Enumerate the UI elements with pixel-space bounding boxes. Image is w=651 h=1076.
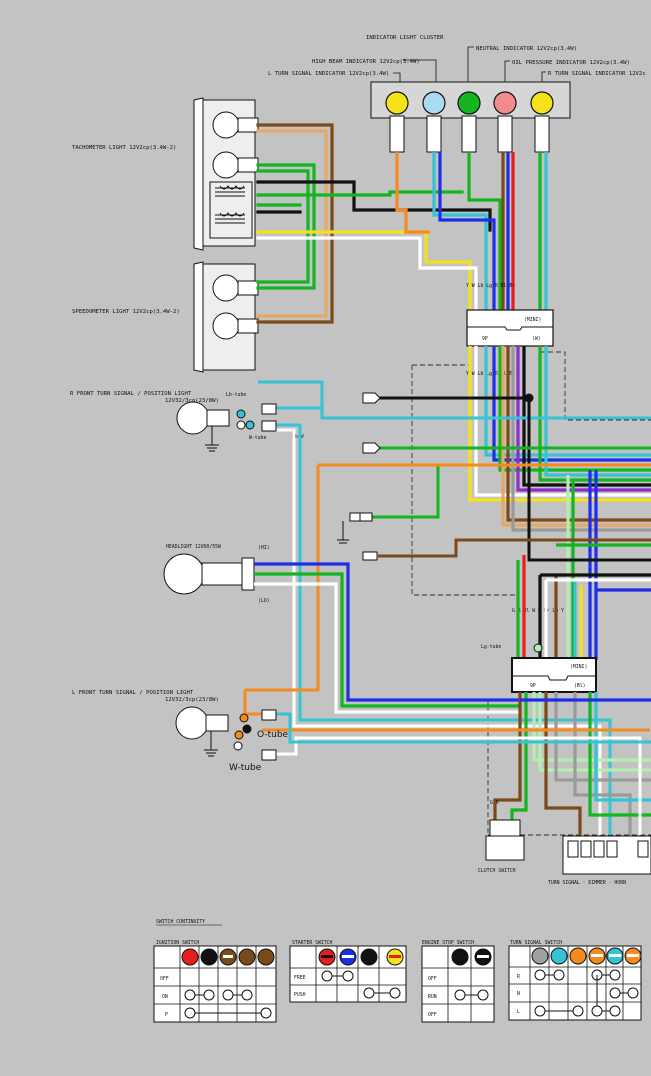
upper-mini-connector: (MINI) 9P (W) bbox=[466, 309, 554, 347]
r-turn-indicator-lamp bbox=[530, 91, 554, 115]
oil-label: OIL PRESSURE INDICATOR 12V2cp(3.4W) bbox=[512, 60, 630, 66]
engine-stop-table bbox=[421, 945, 495, 1023]
engine-stop-row-2: OFF bbox=[428, 1012, 437, 1018]
lb-tube-label: Lb-tube bbox=[226, 392, 246, 398]
headlight-label: HEADLIGHT 12V60/55W bbox=[166, 544, 221, 550]
continuity-heading: SWITCH CONTINUITY bbox=[156, 919, 205, 925]
lower-mini-connector: (MINI) 9P (Bl) bbox=[511, 643, 597, 693]
engine-stop-row-1: RUN bbox=[428, 994, 437, 1000]
r-front-label-2: 12V32/3cp(23/8W) bbox=[165, 398, 219, 404]
l-front-label-2: 12V32/3cp(23/8W) bbox=[165, 697, 219, 703]
l-front-wiring bbox=[243, 690, 651, 835]
handlebar-switch-block bbox=[562, 835, 651, 875]
upper-mini-label: (MINI) bbox=[524, 317, 541, 323]
upper-wire-codes-bottom: Y W Lb Lg R Bl Br bbox=[466, 371, 515, 377]
turn-switch-row-2: L bbox=[517, 1009, 520, 1015]
mid-bullets bbox=[337, 392, 534, 561]
lb-w-label: Lb W bbox=[292, 434, 304, 440]
headlight-wiring bbox=[254, 562, 520, 714]
r-front-wiring bbox=[258, 380, 651, 835]
l-w-tube-label: W-tube bbox=[229, 763, 262, 773]
lg-tube-label: Lg-tube bbox=[481, 644, 501, 650]
main-harness bbox=[468, 346, 651, 660]
r-w-tube-label: W-tube bbox=[249, 435, 266, 441]
lower-output-wiring bbox=[493, 692, 651, 835]
indicator-sockets bbox=[389, 115, 550, 153]
r-front-bullets bbox=[236, 403, 277, 432]
turn-switch-table bbox=[508, 945, 642, 1021]
headlight-lamp bbox=[163, 553, 255, 595]
ignition-row-1: ON bbox=[162, 994, 168, 1000]
lower-wire-codes: G R Bl W G Br Lb Y bbox=[512, 608, 564, 614]
indicator-lamps bbox=[385, 91, 554, 115]
ignition-row-0: OFF bbox=[160, 976, 169, 982]
starter-row-1: PUSH bbox=[294, 992, 306, 998]
starter-table bbox=[289, 945, 407, 1003]
mid-connectors bbox=[245, 396, 651, 692]
engine-stop-row-0: OFF bbox=[428, 976, 437, 982]
clutch-wire-label: G R bbox=[490, 800, 499, 806]
turn-switch-row-1: N bbox=[517, 991, 520, 997]
turn-switch-title: TURN SIGNAL SWITCH bbox=[510, 940, 562, 946]
clutch-switch-label: CLUTCH SWITCH bbox=[478, 868, 516, 874]
ignition-title: IGNITION SWITCH bbox=[156, 940, 199, 946]
ignition-row-2: P bbox=[165, 1012, 168, 1018]
ignition-table bbox=[153, 945, 277, 1023]
r-front-turn-lamp bbox=[176, 401, 230, 452]
turn-switch-row-0: R bbox=[517, 974, 520, 980]
lower-9p-label: 9P bbox=[530, 683, 536, 689]
l-turn-indicator-lamp bbox=[385, 91, 409, 115]
headlight-case-outline bbox=[411, 351, 651, 836]
speedometer-label: SPEEDOMETER LIGHT 12V2cp(3.4W-2) bbox=[72, 309, 180, 315]
clutch-switch bbox=[485, 819, 525, 861]
starter-row-0: FREE bbox=[294, 975, 306, 981]
turn-dimmer-horn-label: TURN SIGNAL · DIMMER · HORN bbox=[548, 880, 626, 886]
high-beam-indicator-lamp bbox=[422, 91, 446, 115]
l-front-label-1: L FRONT TURN SIGNAL / POSITION LIGHT bbox=[72, 690, 194, 696]
l-front-bullets bbox=[233, 709, 277, 761]
starter-title: STARTER SWITCH bbox=[292, 940, 333, 946]
indicator-wiring bbox=[395, 152, 548, 310]
meter-wiring bbox=[256, 123, 492, 324]
upper-9p-label: 9P bbox=[482, 336, 488, 342]
oil-pressure-indicator-lamp bbox=[493, 91, 517, 115]
cluster-title: INDICATOR LIGHT CLUSTER bbox=[366, 35, 444, 41]
tachometer-label: TACHOMETER LIGHT 12V2cp(3.4W-2) bbox=[72, 145, 176, 151]
neutral-label: NEUTRAL INDICATOR 12V2cp(3.4W) bbox=[476, 46, 577, 52]
high-beam-label: HIGH BEAM INDICATOR 12V2cp(3.4W) bbox=[312, 59, 420, 65]
lower-mini-label: (MINI) bbox=[570, 664, 587, 670]
lower-feed-wiring bbox=[516, 543, 651, 660]
r-front-label-1: R FRONT TURN SIGNAL / POSITION LIGHT bbox=[70, 391, 192, 397]
l-front-turn-lamp bbox=[175, 706, 229, 757]
headlight-hi-label: (HI) bbox=[258, 545, 270, 551]
upper-wire-codes-top: Y W Lb Lg R Bl Br bbox=[466, 283, 515, 289]
meter-bulbs bbox=[212, 111, 259, 340]
l-turn-label: L TURN SIGNAL INDICATOR 12V2cp(3.4W) bbox=[268, 71, 389, 77]
engine-stop-title: ENGINE STOP SWITCH bbox=[422, 940, 474, 946]
lower-color-label: (Bl) bbox=[574, 683, 586, 689]
neutral-indicator-lamp bbox=[457, 91, 481, 115]
r-turn-label: R TURN SIGNAL INDICATOR 12V2c bbox=[548, 71, 646, 77]
tachometer-coil-assembly bbox=[209, 181, 253, 239]
headlight-lo-label: (LO) bbox=[258, 598, 270, 604]
upper-color-label: (W) bbox=[532, 336, 541, 342]
o-tube-label: O-tube bbox=[257, 730, 289, 740]
